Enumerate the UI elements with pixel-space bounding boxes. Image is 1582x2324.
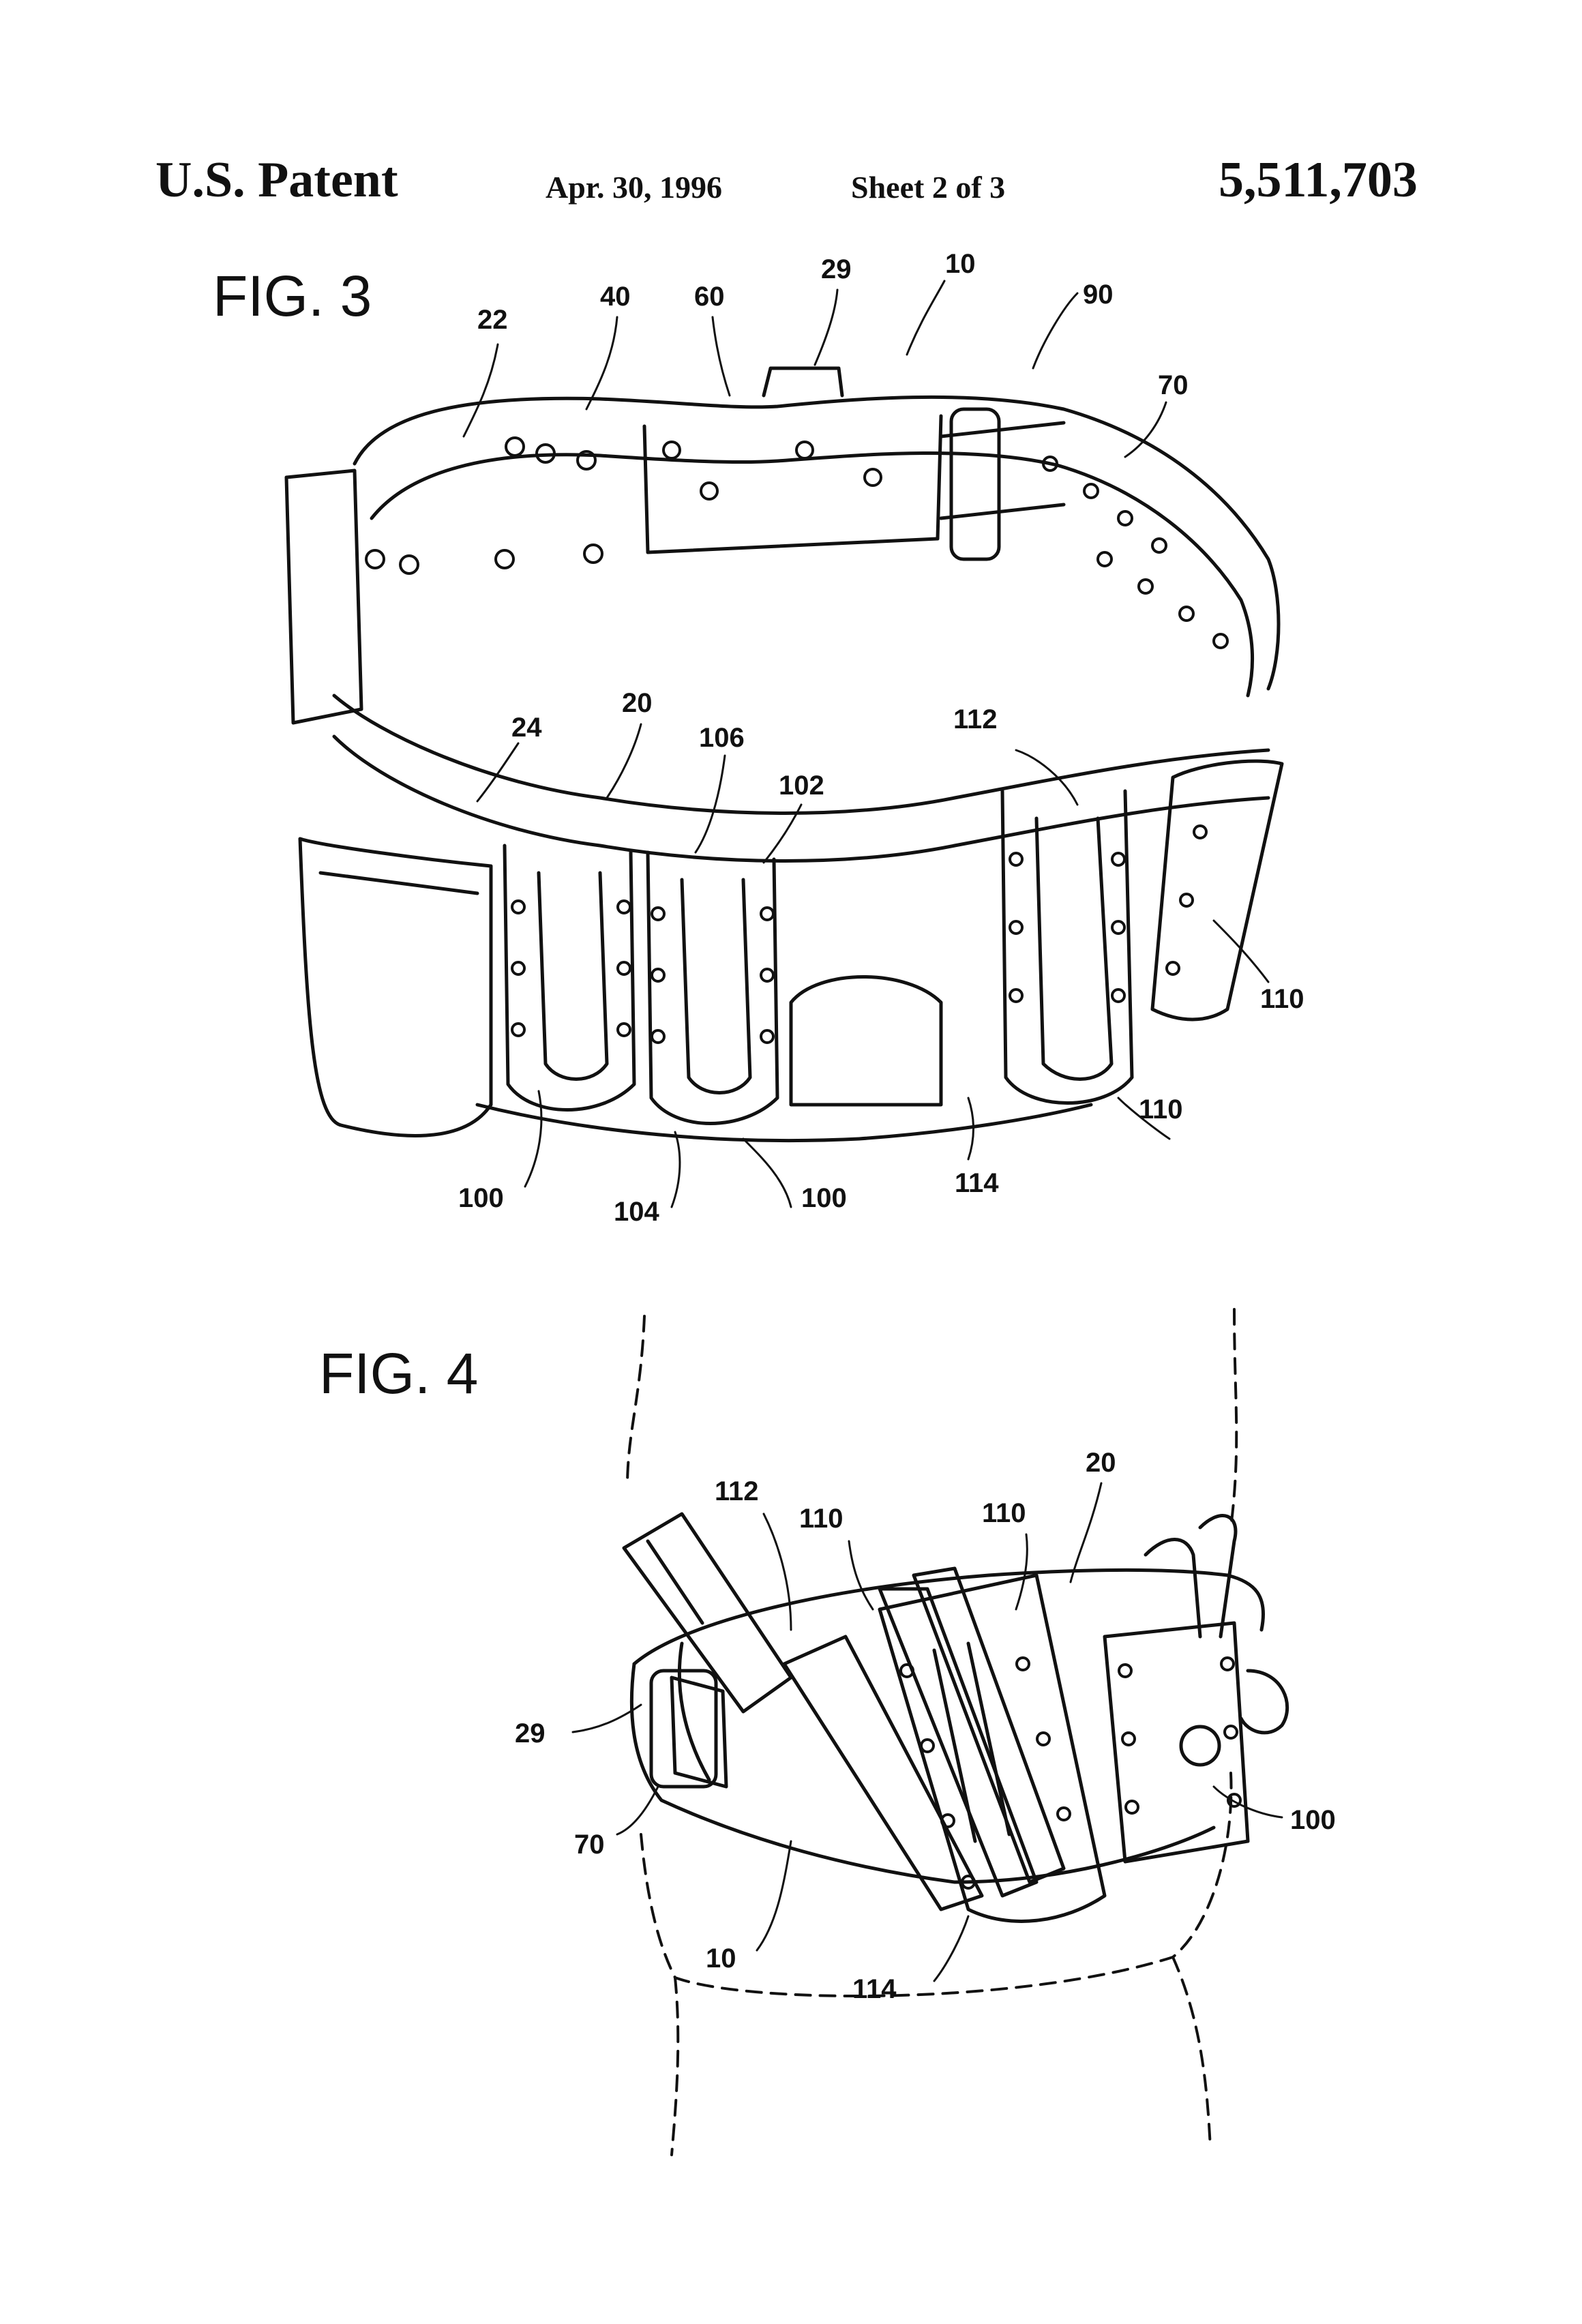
ref-numeral: 20: [1086, 1448, 1116, 1478]
ref-numeral: 24: [511, 713, 542, 743]
ref-numeral: 29: [821, 254, 852, 284]
patent-number: 5,511,703: [1219, 152, 1418, 208]
patent-label: U.S. Patent: [155, 152, 398, 208]
ref-numeral: 40: [600, 282, 631, 312]
ref-numeral: 70: [574, 1830, 605, 1860]
ref-numeral: 110: [1260, 984, 1304, 1014]
ref-numeral: 20: [622, 688, 653, 718]
figure-3-belt: [284, 366, 1284, 1143]
ref-numeral: 102: [779, 771, 824, 801]
ref-numeral: 110: [982, 1498, 1026, 1528]
ref-numeral: 114: [955, 1168, 999, 1198]
ref-numeral: 29: [515, 1718, 546, 1748]
figure-3-leaders: [462, 280, 1270, 1208]
ref-numeral: 112: [715, 1476, 759, 1506]
ref-numeral: 90: [1083, 280, 1114, 310]
sheet-indicator: Sheet 2 of 3: [851, 170, 1006, 205]
figure-3-label: FIG. 3: [213, 264, 372, 328]
ref-numeral: 106: [699, 723, 745, 753]
ref-numeral: 100: [1290, 1805, 1336, 1835]
ref-numeral: 112: [953, 704, 998, 734]
ref-numeral: 60: [694, 282, 725, 312]
figure-4-leaders: [571, 1482, 1283, 1982]
ref-numeral: 10: [945, 249, 976, 279]
ref-numeral: 70: [1158, 370, 1189, 400]
figure-4-label: FIG. 4: [319, 1341, 479, 1405]
figure-4-belt: [622, 1308, 1289, 2156]
ref-numeral: 10: [706, 1943, 736, 1973]
ref-numeral: 100: [458, 1183, 504, 1213]
ref-numeral: 110: [799, 1504, 844, 1534]
ref-numeral: 100: [801, 1183, 847, 1213]
ref-numeral: 104: [614, 1197, 659, 1227]
figure-3-reference-numerals: 22 40 60 29 10 90 70 24 20 106 102 112 1…: [458, 249, 1304, 1227]
ref-numeral: 22: [477, 305, 508, 335]
figure-4-reference-numerals: 112 110 110 20 29 70 10 114 100: [515, 1448, 1336, 2004]
ref-numeral: 114: [852, 1974, 897, 2004]
ref-numeral: 110: [1139, 1094, 1183, 1124]
patent-date: Apr. 30, 1996: [546, 170, 722, 205]
